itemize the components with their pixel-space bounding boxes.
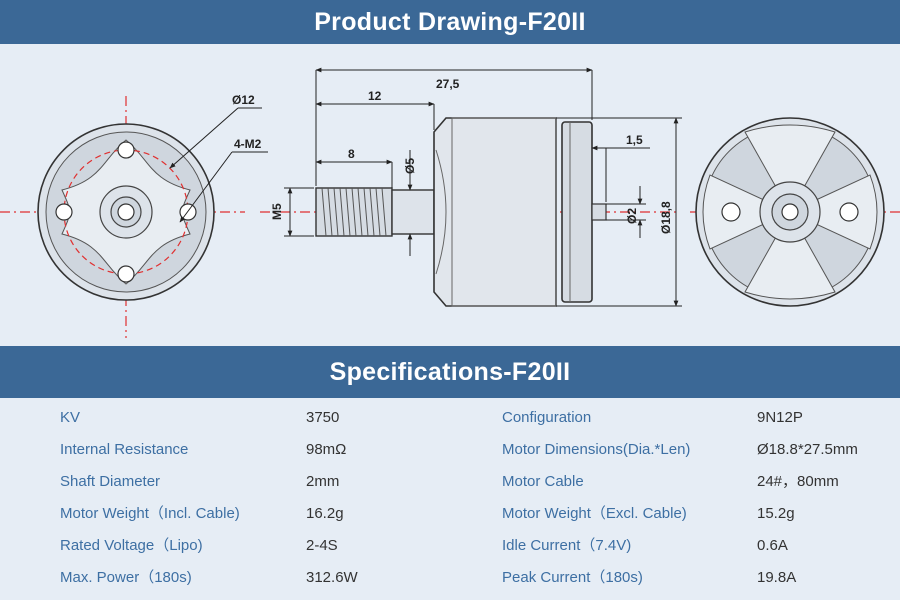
spec-label: Rated Voltage（Lipo) xyxy=(60,537,203,554)
dim-thread-length: 8 xyxy=(348,147,355,161)
spec-value: 312.6W xyxy=(306,569,358,586)
spec-value: 19.8A xyxy=(757,569,797,586)
motor-top-view xyxy=(690,117,900,307)
spec-row: Shaft Diameter 2mm Motor Cable 24#，80mm xyxy=(0,466,900,498)
drawing-title: Product Drawing-F20II xyxy=(0,0,900,44)
spec-value: 15.2g xyxy=(757,505,795,522)
dim-thread: M5 xyxy=(270,203,284,220)
spec-value: Ø18.8*27.5mm xyxy=(757,441,858,458)
specs-title: Specifications-F20II xyxy=(0,346,900,398)
spec-value: 98mΩ xyxy=(306,441,347,458)
dim-front-step: 1,5 xyxy=(626,133,643,147)
motor-bottom-view: Ø12 4-M2 xyxy=(0,93,268,338)
spec-value: 16.2g xyxy=(306,505,344,522)
spec-row: KV 3750 Configuration 9N12P xyxy=(0,402,900,434)
spec-label: Motor Dimensions(Dia.*Len) xyxy=(502,441,691,458)
spec-value: 0.6A xyxy=(757,537,788,554)
dimension-lines xyxy=(284,67,682,307)
spec-label: Max. Power（180s) xyxy=(60,569,192,586)
holes-label: 4-M2 xyxy=(234,137,262,151)
drawing-svg: Ø12 4-M2 xyxy=(0,67,900,338)
spec-label: Motor Weight（Incl. Cable) xyxy=(60,505,240,522)
spec-row: Internal Resistance 98mΩ Motor Dimension… xyxy=(0,434,900,466)
spec-label: Internal Resistance xyxy=(60,441,189,458)
technical-drawing: Ø12 4-M2 xyxy=(0,44,900,346)
dim-total-length: 27,5 xyxy=(436,77,460,91)
spec-label: Shaft Diameter xyxy=(60,473,161,490)
pcd-label: Ø12 xyxy=(232,93,255,107)
dim-shaft-dia: Ø2 xyxy=(625,208,639,224)
spec-label: Peak Current（180s) xyxy=(502,569,643,586)
spec-label: Motor Cable xyxy=(502,473,584,490)
dim-body-dia: Ø18,8 xyxy=(659,201,673,234)
spec-value: 9N12P xyxy=(757,409,803,426)
spec-row: Max. Power（180s) 312.6W Peak Current（180… xyxy=(0,562,900,594)
spec-label: KV xyxy=(60,409,81,426)
dim-body-offset: 12 xyxy=(368,89,382,103)
spec-value: 3750 xyxy=(306,409,340,426)
spec-row: Motor Weight（Incl. Cable) 16.2g Motor We… xyxy=(0,498,900,530)
spec-row: Rated Voltage（Lipo) 2-4S Idle Current（7.… xyxy=(0,530,900,562)
specs-table: KV 3750 Configuration 9N12P Internal Res… xyxy=(0,398,900,600)
spec-label: Idle Current（7.4V) xyxy=(502,537,632,554)
spec-value: 2mm xyxy=(306,473,340,490)
spec-label: Motor Weight（Excl. Cable) xyxy=(502,505,687,522)
motor-side-view xyxy=(260,117,680,307)
spec-value: 2-4S xyxy=(306,537,338,554)
spec-label: Configuration xyxy=(502,409,592,426)
spec-value: 24#，80mm xyxy=(757,473,839,490)
dim-shaft-base: Ø5 xyxy=(403,158,417,174)
